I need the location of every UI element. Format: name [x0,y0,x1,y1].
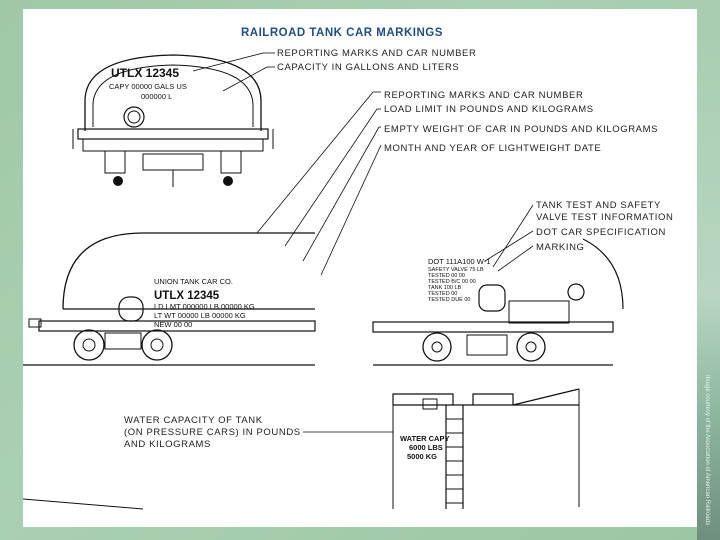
side-view-light-weight: LT WT 00000 LB 00000 KG [154,311,246,320]
end-view-car-number: UTLX 12345 [111,66,179,80]
dot-stencil-safety-valve: SAFETY VALVE 75 LB [428,267,484,273]
callout-reporting-marks-top: REPORTING MARKS AND CAR NUMBER [277,48,476,59]
callout-water-capacity-line3: AND KILOGRAMS [124,439,211,450]
callout-dot-spec: DOT CAR SPECIFICATION [536,227,666,238]
water-panel-line2: 6000 LBS [409,443,443,452]
callout-marking: MARKING [536,242,585,253]
side-view-company: UNION TANK CAR CO. [154,277,233,286]
dot-stencil-tested-3: TESTED 00 [428,291,457,297]
end-view-capacity-gallons: CAPY 00000 GALS US [109,82,187,91]
callout-tank-test-line1: TANK TEST AND SAFETY [536,200,661,211]
callout-water-capacity-line1: WATER CAPACITY OF TANK [124,415,263,426]
right-leader-lines [484,204,534,272]
callout-lightweight-date: MONTH AND YEAR OF LIGHTWEIGHT DATE [384,143,601,154]
diagram-title: RAILROAD TANK CAR MARKINGS [241,27,443,39]
side-view-new-date: NEW 00 00 [154,320,192,329]
dot-stencil-spec: DOT 111A100 W-1 [428,257,490,266]
callout-empty-weight: EMPTY WEIGHT OF CAR IN POUNDS AND KILOGR… [384,124,658,135]
tank-car-diagram: RAILROAD TANK CAR MARKINGS UTLX 12345 CA… [23,27,673,510]
callout-load-limit: LOAD LIMIT IN POUNDS AND KILOGRAMS [384,104,594,115]
slide-panel: RAILROAD TANK CAR MARKINGS UTLX 12345 CA… [23,9,697,527]
end-view-tank-car: UTLX 12345 CAPY 00000 GALS US 000000 L [72,54,274,187]
image-credit: Image courtesy of the Association of Ame… [704,375,710,526]
right-decorative-band [697,0,720,540]
water-panel-line1: WATER CAPY [400,434,449,443]
side-view-load-limit: LD LMT 000000 LB 00000 KG [154,302,255,311]
callout-tank-test-line2: VALVE TEST INFORMATION [536,212,673,223]
end-view-capacity-liters: 000000 L [141,92,172,101]
water-panel-line3: 5000 KG [407,452,437,461]
top-callout-lines [192,52,275,92]
callout-water-capacity-line2: (ON PRESSURE CARS) IN POUNDS [124,427,301,438]
side-view-tank-car: UNION TANK CAR CO. UTLX 12345 LD LMT 000… [23,232,316,366]
callout-reporting-marks-side: REPORTING MARKS AND CAR NUMBER [384,90,583,101]
end-view-dot-car: DOT 111A100 W-1 SAFETY VALVE 75 LB TESTE… [372,238,624,366]
dot-stencil-tested-1: TESTED 00 00 [428,273,465,279]
side-view-leader-lines [256,91,382,276]
dot-stencil-tank: TANK 100 LB [428,285,462,291]
side-view-car-number: UTLX 12345 [154,290,220,302]
dot-stencil-tested-due: TESTED DUE 00 [428,297,470,303]
dot-stencil-tested-2: TESTED B/C 00 00 [428,279,476,285]
ladder-and-platform: WATER CAPY 6000 LBS 5000 KG [23,388,580,510]
callout-capacity-gallons: CAPACITY IN GALLONS AND LITERS [277,62,459,73]
